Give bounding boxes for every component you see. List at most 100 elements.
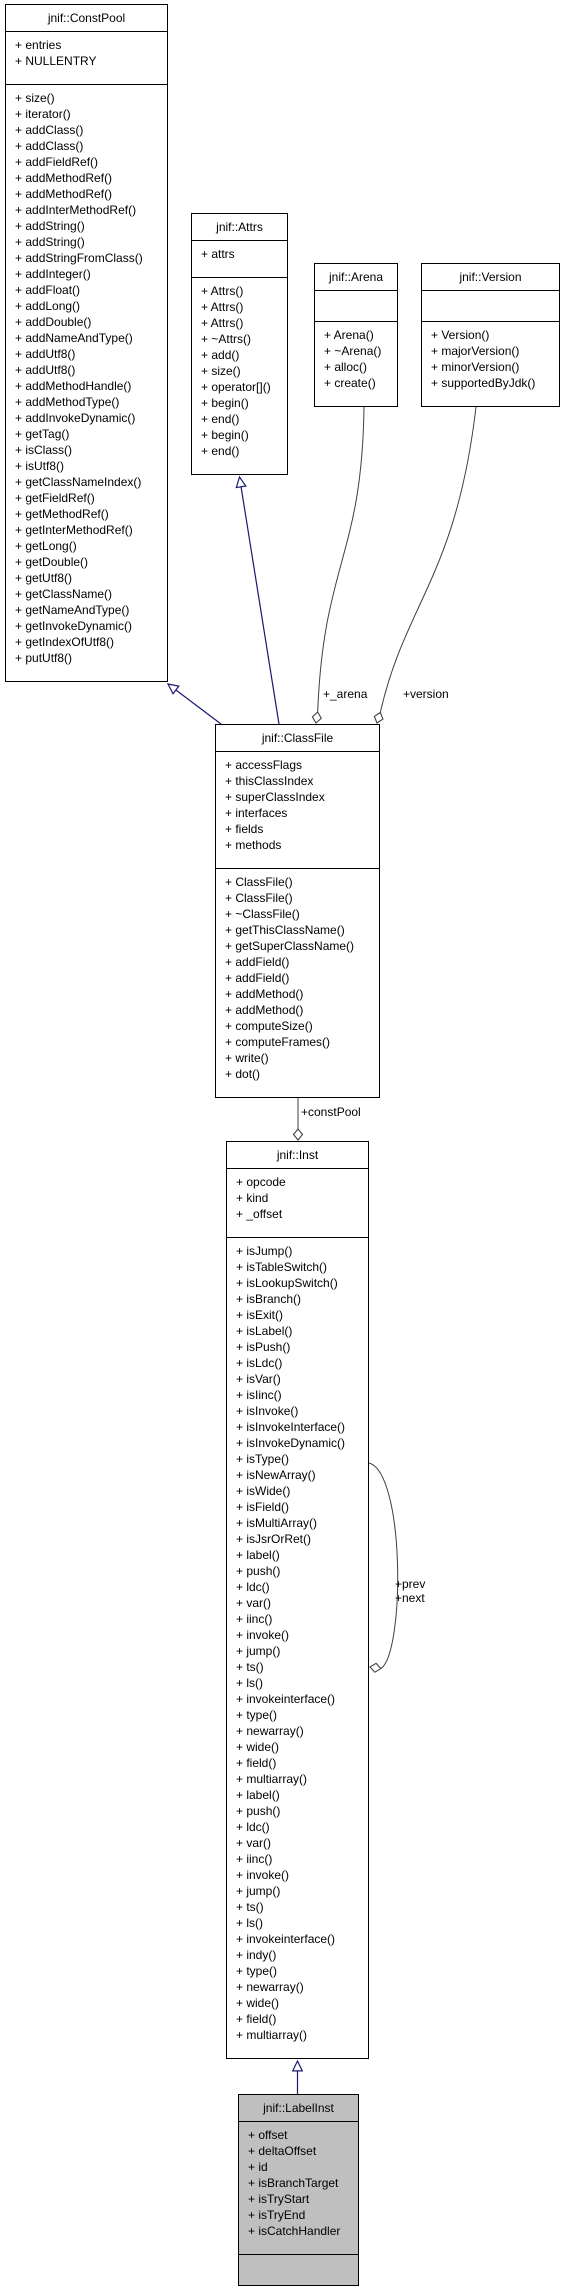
aggregation-diamond-constpool	[292, 1128, 304, 1141]
method-item: + addMethod()	[225, 987, 304, 1001]
method-item: + getNameAndType()	[15, 603, 130, 617]
method-item: + getClassNameIndex()	[15, 475, 142, 489]
method-item: + isJsrOrRet()	[236, 1532, 311, 1546]
class-name: jnif::Attrs	[192, 214, 287, 241]
method-item: + var()	[236, 1596, 272, 1610]
class-labelinst: jnif::LabelInst+ offset+ deltaOffset+ id…	[238, 2094, 359, 2286]
method-item: + addFieldRef()	[15, 155, 99, 169]
method-item: + addInterMethodRef()	[15, 203, 137, 217]
method-item: + minorVersion()	[431, 360, 520, 374]
method-item: + getIndexOfUtf8()	[15, 635, 115, 649]
method-item: + Version()	[431, 328, 490, 342]
method-item: + putUtf8()	[15, 651, 73, 665]
method-item: + dot()	[225, 1067, 261, 1081]
method-item: + newarray()	[236, 1980, 304, 1994]
method-item: + Arena()	[324, 328, 374, 342]
method-item: + addMethodRef()	[15, 187, 113, 201]
method-item: + type()	[236, 1964, 278, 1978]
method-item: + addUtf8()	[15, 363, 76, 377]
association-edge-version	[379, 406, 477, 713]
method-item: + ls()	[236, 1676, 263, 1690]
attribute-item: + methods	[225, 838, 282, 852]
class-name: jnif::ConstPool	[6, 5, 167, 32]
method-item: + write()	[225, 1051, 269, 1065]
method-item: + add()	[201, 348, 240, 362]
method-item: + addMethodHandle()	[15, 379, 132, 393]
class-name: jnif::LabelInst	[239, 2095, 358, 2122]
method-item: + jump()	[236, 1644, 281, 1658]
method-item: + addMethodRef()	[15, 171, 113, 185]
attributes-section: + entries+ NULLENTRY	[6, 32, 167, 85]
attribute-item: + NULLENTRY	[15, 54, 97, 68]
method-item: + iterator()	[15, 107, 71, 121]
method-item: + isLookupSwitch()	[236, 1276, 338, 1290]
method-item: + ls()	[236, 1916, 263, 1930]
method-item: + addUtf8()	[15, 347, 76, 361]
attribute-item: + kind	[236, 1191, 269, 1205]
method-item: + size()	[201, 364, 241, 378]
method-item: + isField()	[236, 1500, 290, 1514]
method-item: + getInterMethodRef()	[15, 523, 133, 537]
attribute-item: + thisClassIndex	[225, 774, 314, 788]
method-item: + getThisClassName()	[225, 923, 345, 937]
attribute-item: + offset	[248, 2128, 288, 2142]
method-item: + addLong()	[15, 299, 81, 313]
methods-section: + isJump() + isTableSwitch() + isLookupSwi…	[227, 1238, 368, 2058]
edge-label-constpool: +constPool	[301, 1105, 361, 1119]
attribute-item: + isBranchTarget	[248, 2176, 339, 2190]
method-item: + field()	[236, 1756, 277, 1770]
method-item: + getFieldRef()	[15, 491, 95, 505]
method-item: + isType()	[236, 1452, 290, 1466]
method-item: + supportedByJdk()	[431, 376, 536, 390]
method-item: + ~ClassFile()	[225, 907, 300, 921]
method-item: + addString()	[15, 235, 85, 249]
class-name: jnif::Arena	[315, 264, 397, 291]
class-arena: jnif::Arena+ Arena()+ ~Arena()+ alloc()+…	[314, 263, 398, 407]
method-item: + getClassName()	[15, 587, 113, 601]
method-item: + ~Attrs()	[201, 332, 252, 346]
class-version: jnif::Version+ Version()+ majorVersion()…	[421, 263, 560, 407]
methods-section: + Arena() + ~Arena() + alloc() + create()	[315, 322, 397, 406]
method-item: + getUtf8()	[15, 571, 73, 585]
method-item: + computeSize()	[225, 1019, 313, 1033]
method-item: + wide()	[236, 1740, 280, 1754]
attribute-item: + opcode	[236, 1175, 286, 1189]
class-classfile: jnif::ClassFile+ accessFlags+ thisClassI…	[215, 724, 380, 1098]
attribute-item: + id	[248, 2160, 268, 2174]
method-item: + isInvokeDynamic()	[236, 1436, 346, 1450]
class-name: jnif::ClassFile	[216, 725, 379, 752]
class-attrs: jnif::Attrs+ attrs+ Attrs()+ Attrs()+ At…	[191, 213, 288, 475]
method-item: + alloc()	[324, 360, 368, 374]
method-item: + newarray()	[236, 1724, 304, 1738]
methods-section	[239, 2255, 358, 2285]
attribute-item: + isTryEnd	[248, 2208, 306, 2222]
method-item: + end()	[201, 444, 240, 458]
method-item: + ts()	[236, 1660, 264, 1674]
method-item: + isInvoke()	[236, 1404, 299, 1418]
inheritance-arrow-attrs	[235, 475, 247, 489]
methods-section: + Version()+ majorVersion()+ minorVersio…	[422, 322, 559, 406]
method-item: + isJump()	[236, 1244, 293, 1258]
self-association-edge-inst	[368, 1462, 399, 1669]
attributes-section: + accessFlags+ thisClassIndex+ superClas…	[216, 752, 379, 869]
method-item: + ClassFile()	[225, 891, 293, 905]
attributes-section: + attrs	[192, 241, 287, 278]
method-item: + push()	[236, 1804, 281, 1818]
method-item: + isTableSwitch()	[236, 1260, 328, 1274]
method-item: + invoke()	[236, 1868, 290, 1882]
inheritance-arrow-inst	[291, 2059, 304, 2072]
class-name: jnif::Version	[422, 264, 559, 291]
method-item: + create()	[324, 376, 376, 390]
method-item: + invokeinterface()	[236, 1692, 336, 1706]
aggregation-diamond-prev-next	[369, 1662, 382, 1673]
method-item: + field()	[236, 2012, 277, 2026]
method-item: + isUtf8()	[15, 459, 65, 473]
attribute-item: + fields	[225, 822, 264, 836]
attribute-item: + superClassIndex	[225, 790, 325, 804]
method-item: + ~Arena()	[324, 344, 382, 358]
class-constpool: jnif::ConstPool+ entries+ NULLENTRY+ siz…	[5, 4, 168, 682]
method-item: + size()	[15, 91, 55, 105]
attribute-item: + isTryStart	[248, 2192, 310, 2206]
method-item: + addString()	[15, 219, 85, 233]
